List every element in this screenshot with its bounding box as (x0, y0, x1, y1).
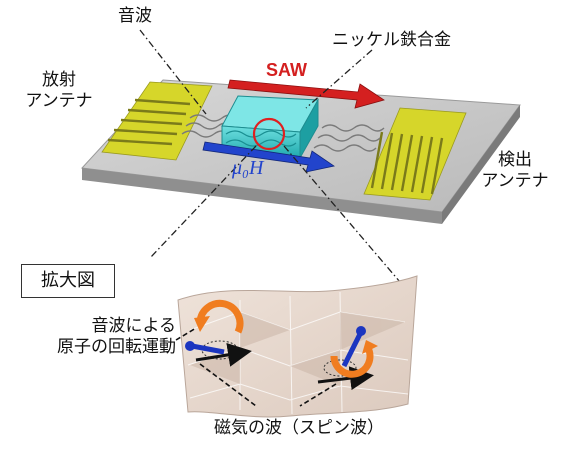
lower-leader-lines (175, 327, 337, 407)
atomic-rotation-label: 音波による 原子の回転運動 (6, 316, 176, 358)
radiating-antenna-label-line1: 放射 (42, 70, 76, 90)
radiating-antenna-electrode (101, 81, 213, 161)
atomic-rotation-label-line2: 原子の回転運動 (57, 337, 176, 357)
atomic-rotation-label-line1: 音波による (91, 316, 177, 336)
saw-arrow (227, 79, 385, 109)
radiating-antenna-label: 放射 アンテナ (22, 70, 96, 112)
spin-wave-label: 磁気の波（スピン波） (214, 418, 384, 438)
leader-lines (139, 29, 401, 283)
magnetic-field-arrow (202, 141, 335, 173)
field-label: μ₀H (232, 157, 264, 179)
zoom-label-box: 拡大図 (21, 264, 115, 298)
detecting-antenna-label: 検出 アンテナ (474, 150, 556, 192)
zoomed-lattice-membrane (177, 275, 418, 418)
right-spin-precession (317, 326, 378, 391)
saw-label: SAW (266, 60, 308, 80)
highlight-circle (252, 117, 286, 151)
sound-wave-label: 音波 (118, 6, 152, 26)
alloy-label: ニッケル鉄合金 (332, 30, 451, 50)
detecting-antenna-label-line2: アンテナ (481, 171, 549, 191)
radiating-antenna-label-line2: アンテナ (25, 91, 93, 111)
detecting-antenna-label-line1: 検出 (498, 150, 532, 170)
left-spin-precession (185, 299, 252, 367)
detecting-antenna-electrode (363, 107, 467, 201)
